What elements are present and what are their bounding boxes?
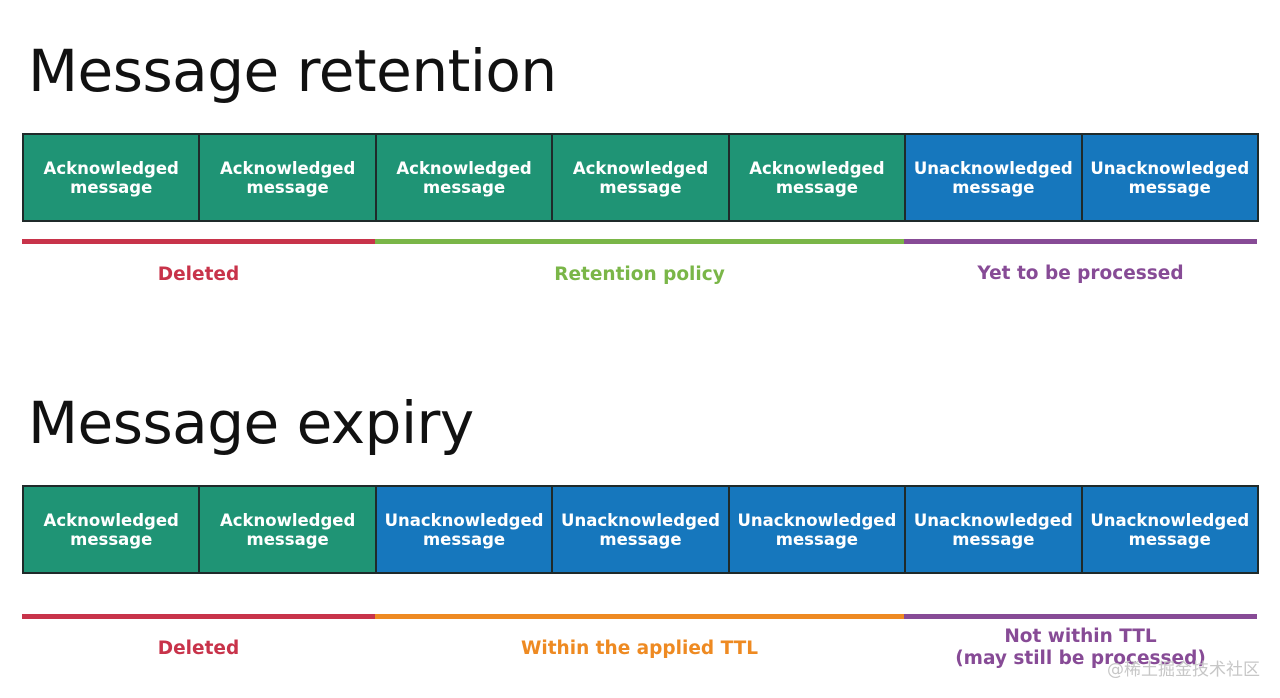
expiry-outside-ttl-label-line1: Not within TTL — [1004, 626, 1157, 647]
retention-deleted-label: Deleted — [157, 264, 240, 285]
retention-title: Message retention — [28, 37, 557, 105]
expiry-outside-ttl-label: Not within TTL (may still be processed) — [904, 626, 1257, 670]
retention-policy-label: Retention policy — [554, 264, 725, 285]
expiry-ttl-label: Within the applied TTL — [520, 638, 759, 659]
expiry-outside-ttl-bar — [904, 614, 1257, 619]
expiry-outside-ttl-label-line2: (may still be processed) — [955, 648, 1206, 669]
retention-unprocessed-bar — [904, 239, 1257, 244]
retention-deleted-bar — [22, 239, 375, 244]
expiry-ttl-bar — [375, 614, 904, 619]
watermark: @稀土掘金技术社区 — [1107, 660, 1260, 680]
expiry-title: Message expiry — [28, 389, 474, 457]
retention-policy-bar — [375, 239, 904, 244]
retention-unprocessed-label: Yet to be processed — [977, 263, 1184, 284]
expiry-deleted-bar — [22, 614, 375, 619]
expiry-deleted-label: Deleted — [157, 638, 240, 659]
